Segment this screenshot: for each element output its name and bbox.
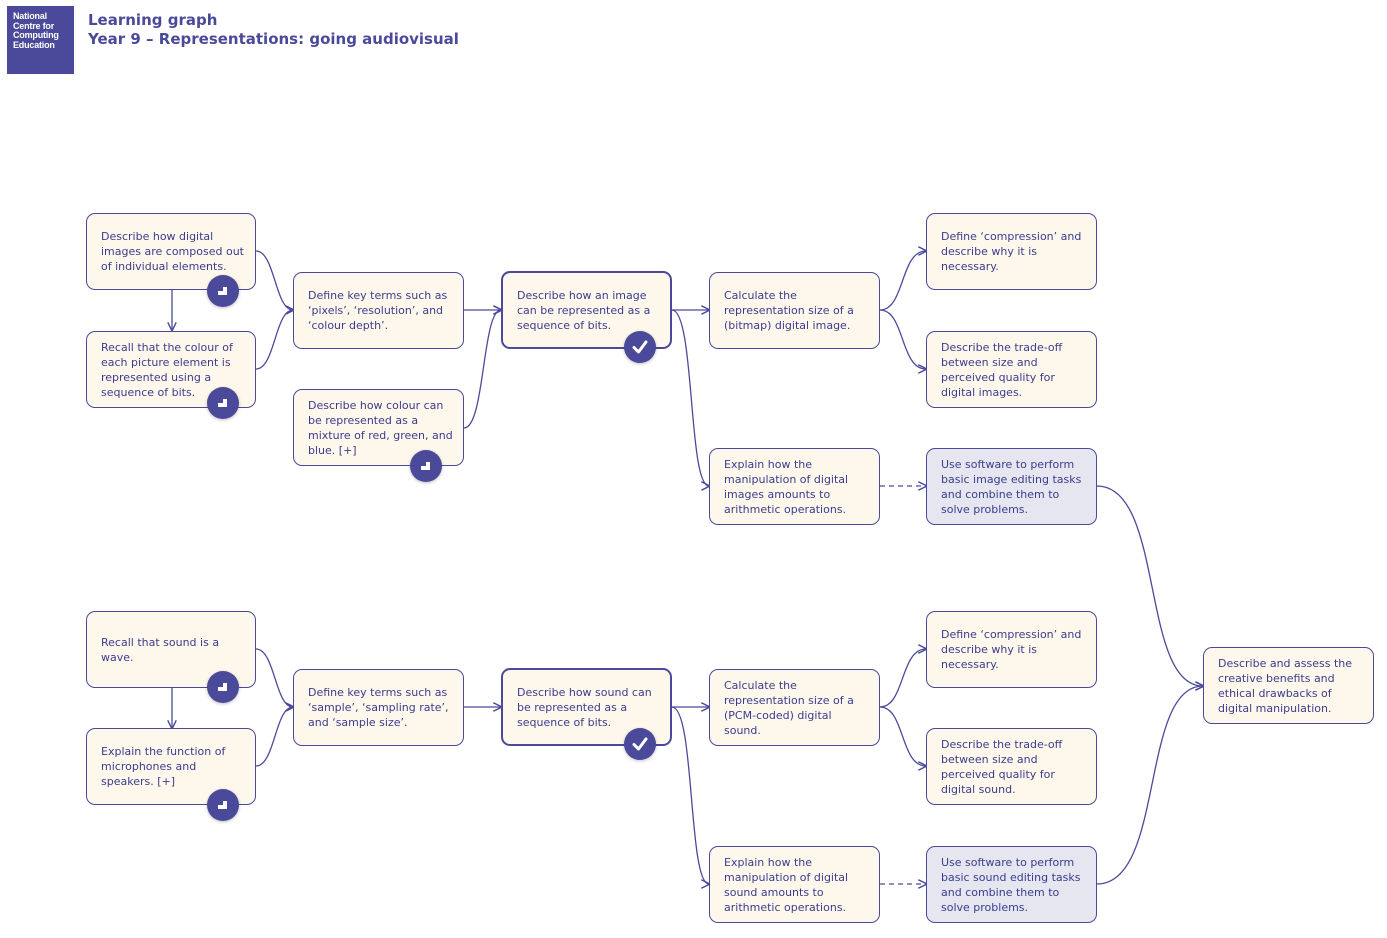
node-img-manipulation[interactable]: Explain how the manipulation of digital … <box>709 448 880 525</box>
node-img-tradeoff[interactable]: Describe the trade-off between size and … <box>926 331 1097 408</box>
logo-line: Computing <box>13 30 59 41</box>
node-text: Calculate the representation size of a (… <box>724 289 854 332</box>
checkmark-icon <box>624 331 656 363</box>
step-icon <box>207 275 239 307</box>
node-snd-calc-size[interactable]: Calculate the representation size of a (… <box>709 669 880 746</box>
node-text: Define ‘compression’ and describe why it… <box>941 230 1082 273</box>
node-text: Recall that sound is a wave. <box>101 635 220 664</box>
node-snd-manipulation[interactable]: Explain how the manipulation of digital … <box>709 846 880 923</box>
connector <box>1096 485 1203 686</box>
connector <box>879 309 926 369</box>
connector <box>255 310 293 370</box>
node-img-compression[interactable]: Define ‘compression’ and describe why it… <box>926 213 1097 290</box>
node-img-calc-size[interactable]: Calculate the representation size of a (… <box>709 272 880 349</box>
connector <box>879 706 926 766</box>
node-text: Calculate the representation size of a (… <box>724 678 854 737</box>
node-img-software[interactable]: Use software to perform basic image edit… <box>926 448 1097 525</box>
node-text: Describe and assess the creative benefit… <box>1218 656 1353 715</box>
node-text: Describe how colour can be represented a… <box>308 398 453 457</box>
step-icon <box>207 387 239 419</box>
checkmark-icon <box>624 728 656 760</box>
connector <box>1096 686 1203 885</box>
node-snd-compression[interactable]: Define ‘compression’ and describe why it… <box>926 611 1097 688</box>
connector <box>879 649 926 708</box>
node-text: Describe the trade-off between size and … <box>941 340 1063 399</box>
connector <box>255 250 293 310</box>
connector <box>879 251 926 311</box>
logo-line: Education <box>13 39 55 50</box>
step-icon <box>207 789 239 821</box>
node-text: Explain how the manipulation of digital … <box>724 855 849 914</box>
node-text: Explain the function of microphones and … <box>101 745 226 788</box>
node-text: Describe the trade-off between size and … <box>941 737 1063 796</box>
node-snd-key-terms[interactable]: Define key terms such as ‘sample’, ‘samp… <box>293 669 464 746</box>
node-text: Describe how an image can be represented… <box>517 288 651 332</box>
node-text: Explain how the manipulation of digital … <box>724 457 849 516</box>
step-icon <box>410 450 442 482</box>
node-text: Describe how digital images are composed… <box>101 230 244 273</box>
connector <box>671 706 709 884</box>
connector <box>463 310 501 429</box>
node-snd-software[interactable]: Use software to perform basic sound edit… <box>926 846 1097 923</box>
logo-line: National <box>13 11 47 21</box>
node-text: Describe how sound can be represented as… <box>517 685 652 729</box>
node-snd-represent[interactable]: Describe how sound can be represented as… <box>501 668 672 746</box>
node-text: Use software to perform basic sound edit… <box>941 855 1081 914</box>
node-img-key-terms[interactable]: Define key terms such as ‘pixels’, ‘reso… <box>293 272 464 349</box>
node-img-rgb[interactable]: Describe how colour can be represented a… <box>293 389 464 466</box>
connector <box>255 648 293 707</box>
connector <box>255 707 293 767</box>
node-assess[interactable]: Describe and assess the creative benefit… <box>1203 647 1374 724</box>
step-icon <box>207 671 239 703</box>
page-subtitle: Year 9 – Representations: going audiovis… <box>88 30 459 48</box>
node-text: Define key terms such as ‘pixels’, ‘reso… <box>308 289 448 332</box>
node-snd-tradeoff[interactable]: Describe the trade-off between size and … <box>926 728 1097 805</box>
ncce-logo: National Centre for Computing Education <box>7 6 74 74</box>
node-text: Use software to perform basic image edit… <box>941 457 1082 516</box>
node-text: Define ‘compression’ and describe why it… <box>941 628 1082 671</box>
logo-line: Centre for <box>13 20 55 31</box>
node-text: Recall that the colour of each picture e… <box>101 340 233 399</box>
node-text: Define key terms such as ‘sample’, ‘samp… <box>308 686 449 729</box>
page-title: Learning graph <box>88 11 218 29</box>
connector <box>671 309 709 486</box>
